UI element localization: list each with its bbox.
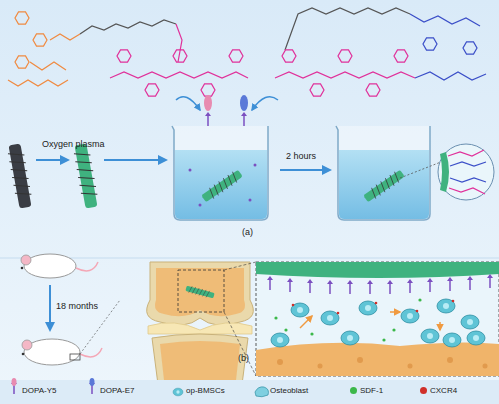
- step-label: Oxygen plasma: [42, 140, 105, 150]
- legend-text: op-BMSCs: [186, 386, 225, 395]
- step-label: 2 hours: [286, 152, 316, 162]
- legend-text: CXCR4: [430, 386, 457, 395]
- legend-item: Osteoblast: [270, 386, 308, 395]
- legend-text: SDF-1: [360, 386, 383, 395]
- legend-item: DOPA-Y5: [22, 386, 57, 395]
- legend-item: DOPA-E7: [100, 386, 135, 395]
- step-label: (a): [242, 228, 253, 238]
- step-label: (b): [238, 354, 249, 364]
- legend-text: DOPA-E7: [100, 386, 135, 395]
- legend-item: CXCR4: [420, 386, 457, 395]
- step-label: 18 months: [56, 302, 98, 312]
- legend-swatch: [350, 387, 357, 394]
- legend-text: DOPA-Y5: [22, 386, 57, 395]
- legend-item: op-BMSCs: [186, 386, 225, 395]
- legend-item: SDF-1: [350, 386, 383, 395]
- legend-text: Osteoblast: [270, 386, 308, 395]
- legend-swatch: [420, 387, 427, 394]
